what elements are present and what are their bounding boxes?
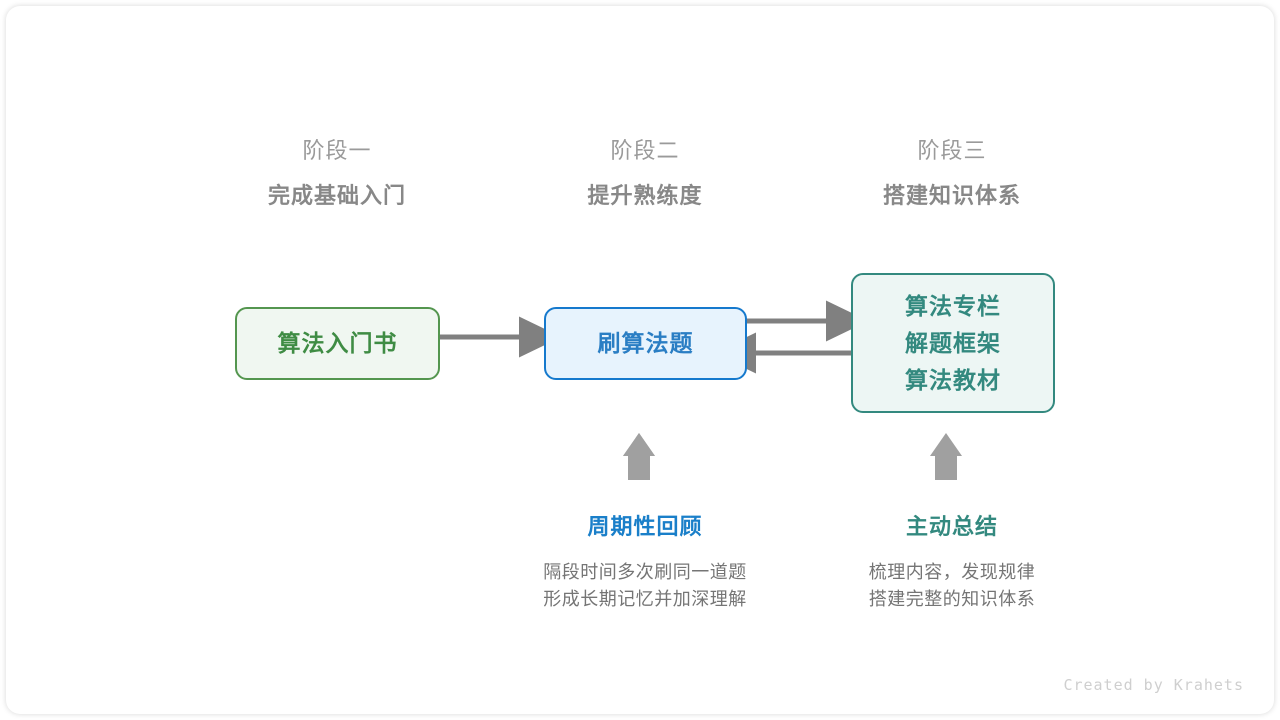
node-line: 解题框架 [905,329,1001,356]
caption-desc-line2: 搭建完整的知识体系 [868,589,1036,609]
stage-title: 提升熟练度 [587,183,703,208]
caption-desc-line1: 隔段时间多次刷同一道题 [543,562,747,582]
arrow-up-review [623,433,655,480]
node-line: 算法入门书 [277,330,398,356]
caption-desc-line2: 形成长期记忆并加深理解 [543,589,747,609]
stage-number: 阶段三 [917,138,987,163]
credit-text: Created by Krahets [1063,676,1244,694]
diagram-canvas: 阶段一 完成基础入门 阶段二 提升熟练度 阶段三 搭建知识体系 [6,6,1274,714]
stage-number: 阶段二 [610,138,680,163]
caption-desc-line1: 梳理内容，发现规律 [868,562,1036,582]
arrow-up-summary [930,433,962,480]
caption-title: 周期性回顾 [587,514,703,539]
node-line: 刷算法题 [597,330,694,356]
node-knowledge-resources[interactable]: 算法专栏 解题框架 算法教材 [851,273,1055,413]
node-practice-problems[interactable]: 刷算法题 [544,307,747,380]
node-algorithm-intro-book[interactable]: 算法入门书 [235,307,440,380]
caption-active-summary: 主动总结 梳理内容，发现规律 搭建完整的知识体系 [792,511,1112,613]
stage-title: 搭建知识体系 [882,183,1021,208]
caption-periodic-review: 周期性回顾 隔段时间多次刷同一道题 形成长期记忆并加深理解 [485,511,805,613]
stage-title: 完成基础入门 [267,183,406,208]
node-line: 算法教材 [905,366,1001,393]
stage-header-2: 阶段二 提升熟练度 [495,136,795,211]
stage-header-1: 阶段一 完成基础入门 [187,136,487,211]
caption-title: 主动总结 [905,514,998,539]
stage-number: 阶段一 [302,138,372,163]
node-line: 算法专栏 [905,292,1001,319]
stage-header-3: 阶段三 搭建知识体系 [802,136,1102,211]
